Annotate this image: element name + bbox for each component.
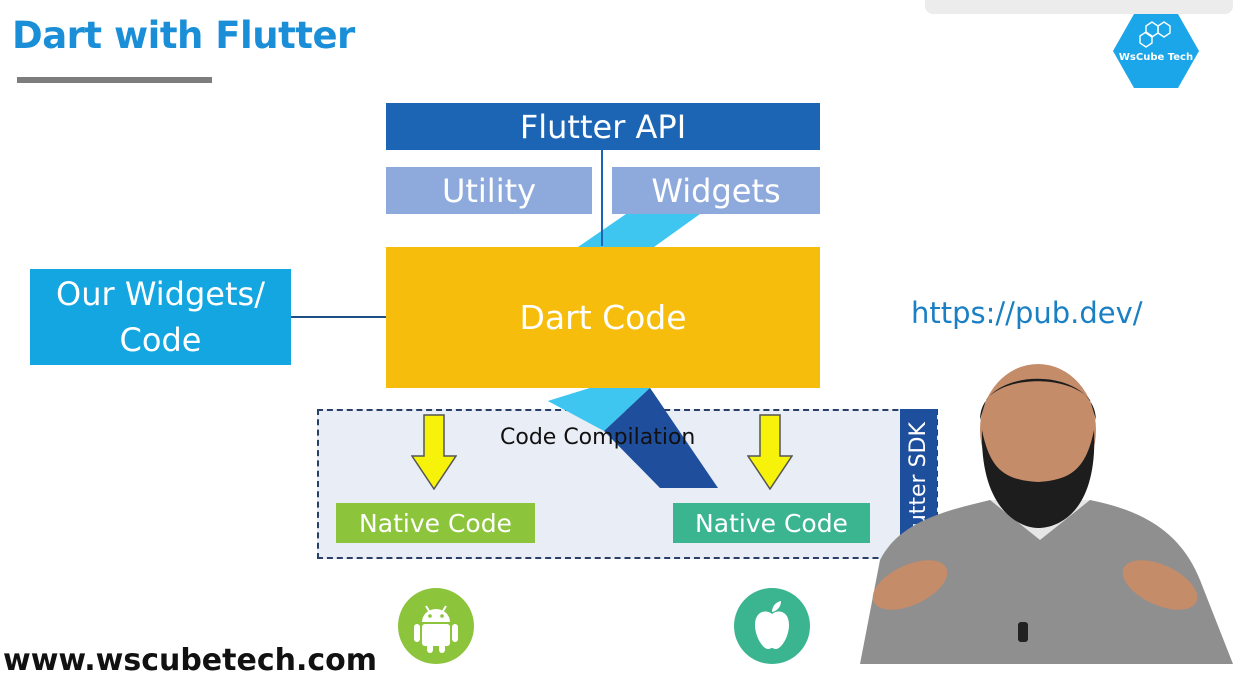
code-compilation-label: Code Compilation (500, 425, 696, 450)
api-connector-line (601, 150, 603, 246)
notification-bar (925, 0, 1233, 14)
native-code-ios-box: Native Code (673, 503, 870, 543)
down-arrow-icon (747, 414, 793, 490)
apple-icon (734, 588, 810, 664)
utility-box: Utility (386, 167, 592, 214)
slide-title: Dart with Flutter (12, 14, 355, 57)
pub-dev-link[interactable]: https://pub.dev/ (911, 296, 1143, 330)
our-widgets-box: Our Widgets/ Code (30, 269, 291, 365)
widgets-connector-line (291, 316, 386, 318)
website-footer: www.wscubetech.com (3, 643, 378, 678)
flutter-api-box: Flutter API (386, 103, 820, 150)
down-arrow-icon (411, 414, 457, 490)
widgets-box: Widgets (612, 167, 820, 214)
native-code-android-box: Native Code (336, 503, 535, 543)
flutter-logo-overlay (548, 388, 718, 488)
wscube-logo-icon: WsCube Tech (1113, 14, 1199, 88)
presenter-video (860, 364, 1233, 664)
logo-text: WsCube Tech (1119, 52, 1193, 63)
dart-code-box: Dart Code (386, 247, 820, 388)
android-icon (398, 588, 474, 664)
title-underline (17, 77, 212, 83)
